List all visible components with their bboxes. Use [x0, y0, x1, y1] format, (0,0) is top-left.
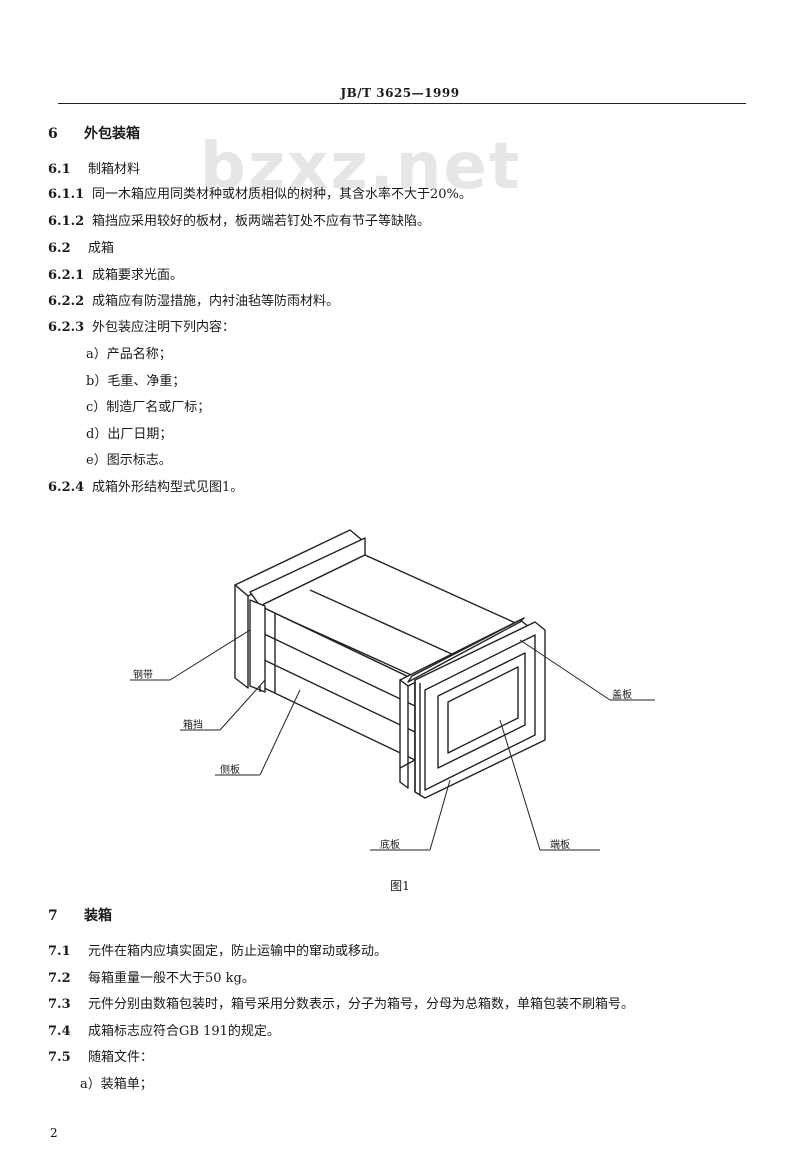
header-rule [58, 103, 746, 104]
leader-steel-strap [169, 629, 251, 681]
list-item-c: c）制造厂名或厂标； [86, 400, 211, 415]
leader-box-stop [219, 679, 266, 731]
leader-bottom-board [429, 779, 451, 851]
leader-side-board [259, 689, 301, 776]
list-item-packing-list: a）装箱单； [80, 1077, 153, 1092]
leader-cover-board [519, 639, 611, 701]
back-end-post [234, 584, 249, 689]
figure-caption: 图1 [390, 879, 410, 893]
leader-end-board [499, 719, 541, 851]
watermark: bzxz.net [200, 130, 522, 204]
label-steel-strap: 钢带 [133, 670, 153, 681]
list-item-a: a）产品名称； [86, 347, 172, 362]
crate-drawing [130, 529, 655, 851]
list-item-d: d）出厂日期； [86, 427, 173, 442]
label-end-board: 端板 [550, 840, 570, 851]
label-cover-board: 盖板 [612, 690, 632, 701]
label-box-stop: 箱挡 [183, 720, 203, 731]
end-stop-post [399, 679, 409, 789]
standard-code-header: JB/T 3625—1999 [340, 86, 460, 100]
label-bottom-board: 底板 [380, 840, 400, 851]
page-number: 2 [50, 1126, 58, 1140]
label-side-board: 侧板 [220, 765, 240, 776]
list-item-b: b）毛重、净重； [86, 374, 186, 389]
list-item-e: e）图示标志。 [86, 453, 172, 468]
crate-figure: 钢带 箱挡 侧板 盖板 底板 端板 [100, 510, 700, 870]
